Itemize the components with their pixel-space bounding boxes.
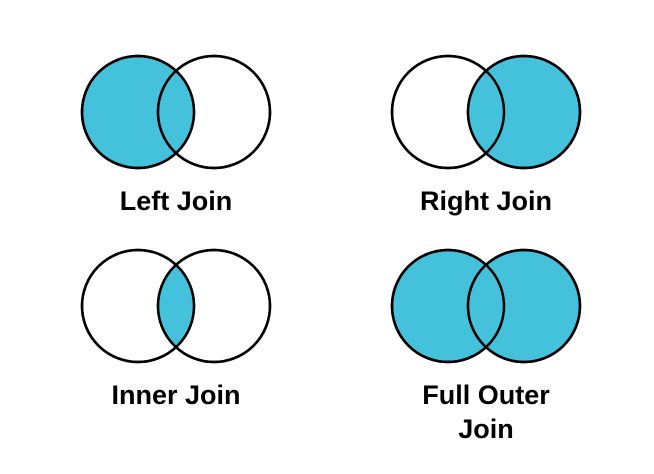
venn-right-circle-outline — [466, 248, 582, 364]
diagram-full-outer-join: Full Outer Join — [388, 246, 584, 446]
diagram-label: Full Outer Join — [422, 380, 550, 444]
venn-right-circle-outline — [156, 54, 272, 170]
diagram-right-join: Right Join — [388, 52, 584, 218]
venn-full-outer-join — [390, 248, 582, 364]
venn-right-join — [390, 54, 582, 170]
venn-left-circle-outline — [80, 248, 196, 364]
venn-left-circle-outline — [390, 54, 506, 170]
venn-right-circle-outline — [466, 54, 582, 170]
diagram-left-join: Left Join — [78, 52, 274, 218]
diagram-inner-join: Inner Join — [78, 246, 274, 412]
venn-left-circle-outline — [80, 54, 196, 170]
venn-right-circle-outline — [156, 248, 272, 364]
venn-left-circle-outline — [390, 248, 506, 364]
diagram-label: Right Join — [420, 186, 552, 216]
venn-inner-join — [80, 248, 272, 364]
diagram-label: Left Join — [119, 186, 233, 216]
diagram-label: Inner Join — [111, 380, 241, 410]
venn-left-join — [80, 54, 272, 170]
